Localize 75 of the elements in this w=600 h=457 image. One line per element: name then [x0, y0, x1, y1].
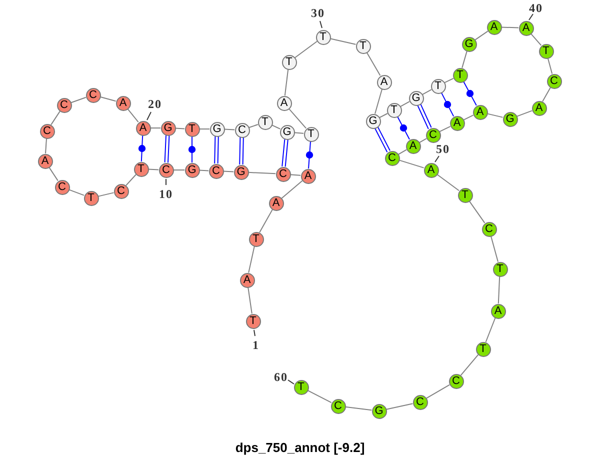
backbone-line	[398, 160, 424, 168]
backbone-line	[474, 30, 488, 40]
backbone-line	[98, 192, 114, 197]
backbone-line	[48, 166, 58, 182]
backbone-line	[530, 33, 542, 46]
base-pair-line	[239, 137, 244, 165]
backbone-line	[127, 108, 139, 123]
backbone-line	[248, 124, 258, 128]
base-pair-line	[463, 81, 477, 106]
backbone-line	[248, 286, 252, 314]
backbone-line	[68, 189, 84, 196]
backbone-line	[307, 390, 332, 404]
backbone-line	[259, 209, 273, 233]
backbone-line	[419, 138, 427, 143]
backbone-line	[199, 128, 210, 130]
index-number: 1	[252, 339, 260, 351]
index-number: 60	[274, 371, 288, 383]
backbone-line	[344, 406, 372, 411]
backbone-line	[248, 246, 255, 274]
backbone-line	[468, 200, 486, 224]
backbone-line	[281, 180, 303, 199]
backbone-line	[542, 87, 551, 102]
index-number: 20	[148, 98, 162, 110]
backbone-line	[463, 114, 474, 120]
backbone-line	[398, 149, 407, 155]
backbone-line	[45, 138, 47, 154]
backbone-line	[290, 174, 301, 176]
backbone-line	[374, 88, 382, 114]
backbone-line	[248, 172, 276, 174]
backbone-line	[224, 128, 235, 130]
backbone-line	[50, 110, 60, 126]
backbone-line	[294, 40, 318, 58]
backbone-line	[426, 384, 450, 399]
base-pair-line	[140, 135, 144, 162]
backbone-line	[223, 170, 234, 172]
backbone-line	[126, 174, 136, 186]
backbone-line	[294, 132, 304, 134]
base-pair-line	[308, 141, 311, 169]
base-pair-line	[214, 136, 219, 164]
backbone-line	[148, 168, 159, 170]
base-pair-line	[374, 126, 390, 153]
backbone-line	[498, 276, 500, 304]
backbone-line	[70, 96, 86, 104]
base-pair-line	[417, 104, 432, 130]
backbone-line	[400, 101, 410, 107]
base-pair-line	[282, 138, 288, 168]
caption: dps_750_annot [-9.2]	[235, 441, 365, 454]
base-pair-line	[440, 92, 454, 117]
backbone-line	[501, 26, 519, 28]
backbone-line	[175, 128, 185, 130]
backbone-line	[366, 52, 381, 76]
base-pair-line	[164, 134, 170, 164]
backbone-line	[288, 108, 307, 129]
backbone-line	[100, 96, 116, 102]
base-pair-line	[397, 116, 410, 140]
backbone-line	[490, 236, 498, 262]
backbone-line	[436, 174, 460, 192]
backbone-line	[386, 403, 414, 410]
backbone-line	[460, 354, 479, 376]
index-number: 10	[159, 188, 173, 200]
backbone-line	[485, 318, 496, 342]
backbone-line	[486, 113, 504, 118]
backbone-line	[516, 110, 532, 117]
backbone-line	[284, 68, 289, 96]
backbone-line	[330, 38, 356, 45]
backbone-line	[199, 170, 209, 172]
index-number: 30	[311, 7, 325, 19]
backbone-line	[462, 50, 468, 68]
backbone-line	[271, 124, 281, 130]
backbone-line	[444, 78, 454, 84]
index-number: 50	[436, 143, 450, 155]
index-number: 40	[529, 2, 543, 14]
backbone-line	[547, 58, 553, 74]
backbone-line	[422, 89, 432, 95]
backbone-line	[439, 126, 451, 132]
